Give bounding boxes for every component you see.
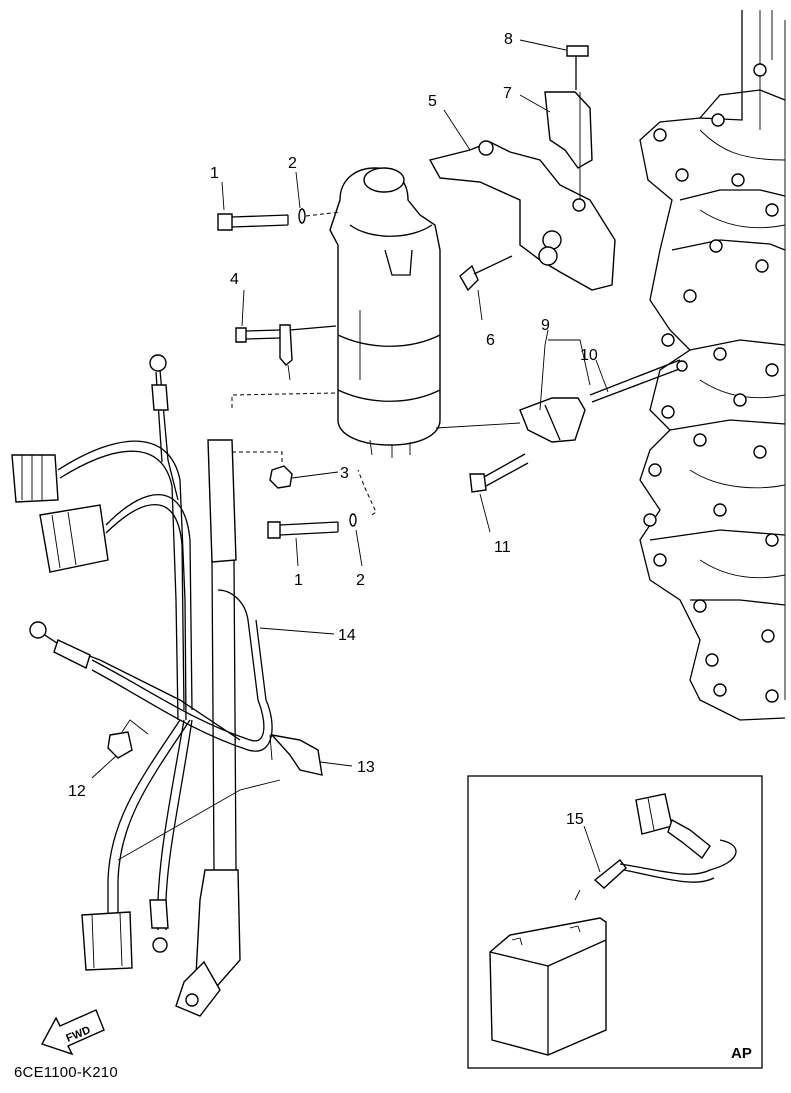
inset-label: AP xyxy=(731,1045,752,1062)
engine-block xyxy=(639,10,786,721)
callout-13: 13 xyxy=(357,759,375,776)
callout-14: 14 xyxy=(338,627,356,644)
leader-lines xyxy=(91,39,609,873)
callout-7: 7 xyxy=(503,85,512,102)
callout-4: 4 xyxy=(230,271,239,288)
cable-holder-assembly xyxy=(435,359,688,493)
wiring-harness xyxy=(11,354,323,1017)
callout-1-bottom: 1 xyxy=(294,572,303,589)
callout-5: 5 xyxy=(428,93,437,110)
callout-11: 11 xyxy=(494,539,511,556)
callout-9: 9 xyxy=(541,317,550,334)
callouts: 1 2 3 1 2 4 5 6 7 8 9 10 11 12 13 14 15 … xyxy=(68,31,752,1062)
callout-6: 6 xyxy=(486,332,495,349)
callout-3: 3 xyxy=(340,465,349,482)
callout-15: 15 xyxy=(566,811,584,828)
forward-arrow-icon: FWD xyxy=(40,1009,105,1056)
starter-motor xyxy=(329,167,441,458)
callout-2-top: 2 xyxy=(288,155,297,172)
bracket-assembly xyxy=(428,45,616,292)
callout-1-top: 1 xyxy=(210,165,219,182)
bolts-and-washers xyxy=(217,208,377,539)
callout-10: 10 xyxy=(580,347,598,364)
diagram-code: 6CE1100-K210 xyxy=(14,1064,118,1081)
callout-12: 12 xyxy=(68,783,86,800)
callout-8: 8 xyxy=(504,31,513,48)
callout-2-bottom: 2 xyxy=(356,572,365,589)
inset-panel xyxy=(467,775,763,1069)
